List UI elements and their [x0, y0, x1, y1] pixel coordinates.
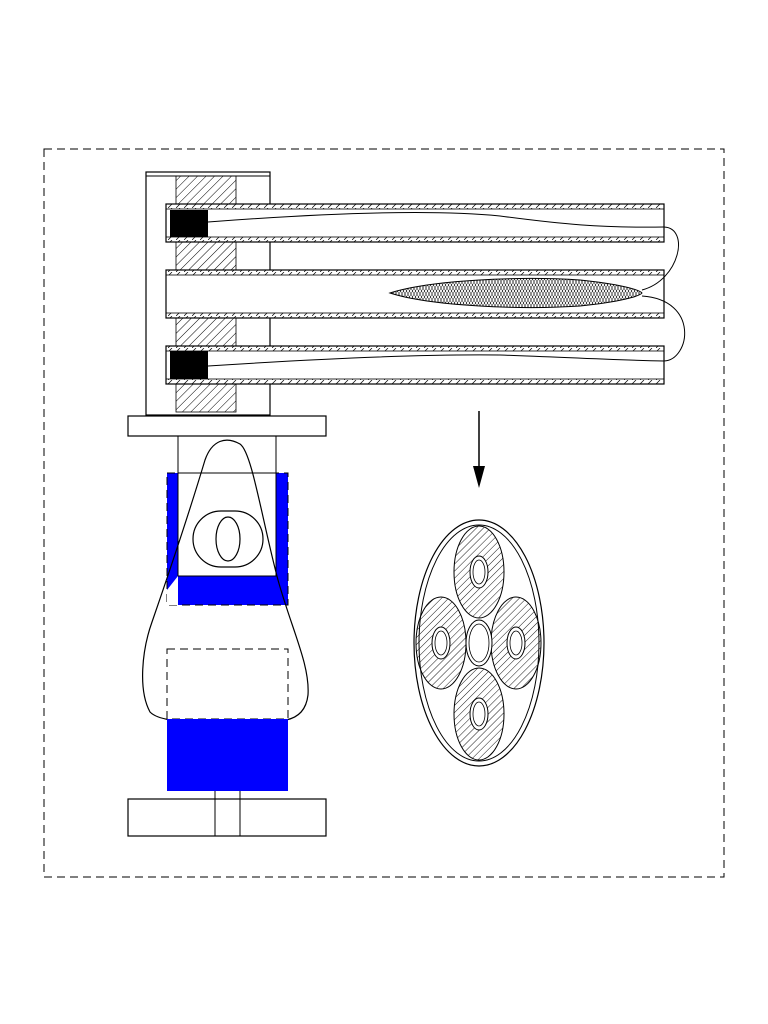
- shaft: [214, 791, 241, 836]
- black-block-bottom: [170, 351, 208, 379]
- lower-blue-block: [167, 719, 288, 791]
- bell-outline: [142, 439, 309, 721]
- bottom-tube: [165, 345, 665, 385]
- hatched-spacer-2: [175, 241, 237, 271]
- dashed-border-frame: [43, 148, 725, 878]
- hatched-ellipse: [388, 278, 643, 308]
- capsule-window: [192, 510, 264, 568]
- center-circle: [465, 619, 493, 667]
- tube-assembly: [165, 203, 686, 385]
- down-arrow: [473, 411, 485, 488]
- hatched-circle-right: [490, 596, 542, 690]
- top-tube: [165, 203, 665, 243]
- hatched-circle-top: [453, 525, 505, 619]
- connector-loop-upper: [641, 226, 679, 291]
- black-block-top: [170, 210, 208, 237]
- hatched-circle-left: [415, 596, 467, 690]
- hatched-spacer-1: [175, 175, 237, 205]
- cross-section-view: [413, 519, 545, 767]
- middle-tube: [165, 269, 665, 319]
- flange-plate: [127, 415, 327, 437]
- connector-loop-lower: [641, 295, 686, 362]
- base-plate: [127, 798, 327, 837]
- lower-dashed-box: [166, 648, 289, 720]
- hatched-circle-bottom: [453, 667, 505, 761]
- hatched-spacer-4: [175, 381, 237, 413]
- hatched-spacer-3: [175, 315, 237, 347]
